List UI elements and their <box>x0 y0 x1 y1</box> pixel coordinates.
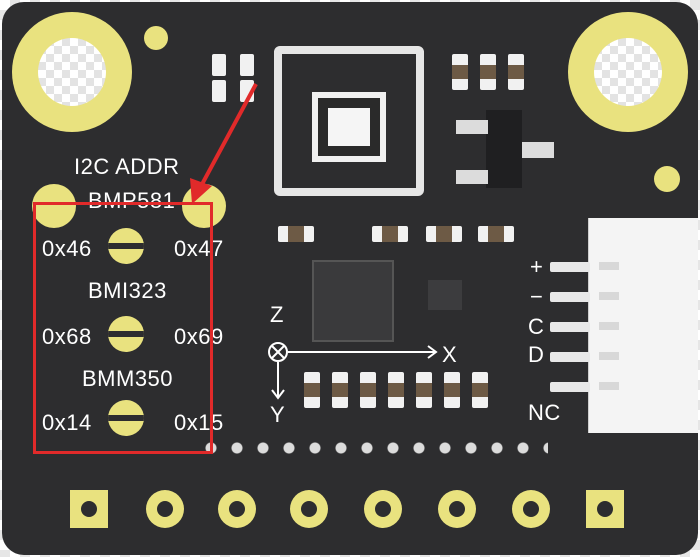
resistor <box>444 372 460 408</box>
connector-label-minus: − <box>530 284 544 309</box>
pin-pad <box>438 490 476 528</box>
bmp581-jumper <box>108 228 144 264</box>
resistor <box>480 54 496 90</box>
sensor-outline <box>274 46 424 196</box>
bmi323-label: BMI323 <box>88 278 167 303</box>
resistor <box>416 372 432 408</box>
capacitor <box>212 54 226 76</box>
pin-pad <box>290 490 328 528</box>
resistor <box>472 372 488 408</box>
regulator-chip <box>486 110 522 188</box>
connector-label-nc: NC <box>528 400 561 425</box>
pin-pad <box>512 490 550 528</box>
connector-pin <box>550 322 590 332</box>
jst-connector <box>588 218 698 433</box>
fiducial-top <box>144 26 168 50</box>
axis-label-x: X <box>442 342 458 367</box>
bmi323-jumper <box>108 316 144 352</box>
capacitor <box>212 80 226 102</box>
regulator-pin <box>456 120 488 134</box>
connector-pin <box>550 292 590 302</box>
bmp581-addr-right: 0x47 <box>174 236 224 261</box>
mounting-hole-left <box>12 12 132 132</box>
bmm350-addr-right: 0x15 <box>174 410 224 435</box>
via-row <box>198 440 548 456</box>
axis-arrows-icon <box>268 342 438 400</box>
fiducial-right <box>654 166 680 192</box>
connector-label-d: D <box>528 342 545 367</box>
bmm350-jumper <box>108 400 144 436</box>
resistor <box>304 372 320 408</box>
resistor <box>332 372 348 408</box>
regulator-pin <box>456 170 488 184</box>
resistor <box>372 226 408 242</box>
connector-pin <box>550 352 590 362</box>
connector-pin <box>550 382 590 392</box>
bmm350-label: BMM350 <box>82 366 174 391</box>
small-ic <box>428 280 462 310</box>
connector-label-plus: + <box>530 254 544 279</box>
pin-pad <box>146 490 184 528</box>
bmp581-label: BMP581 <box>88 188 176 213</box>
bmm350-addr-left: 0x14 <box>42 410 92 435</box>
pressure-sensor <box>312 92 386 162</box>
highlight-box <box>33 202 213 454</box>
bmi323-addr-left: 0x68 <box>42 324 92 349</box>
regulator-pin <box>522 142 554 158</box>
capacitor <box>240 54 254 76</box>
bmp581-addr-left: 0x46 <box>42 236 92 261</box>
resistor <box>360 372 376 408</box>
axis-label-z: Z <box>270 302 284 327</box>
resistor <box>388 372 404 408</box>
pin-pad <box>70 490 108 528</box>
bmp581-pad-left <box>32 184 76 228</box>
annotation-arrow-icon <box>190 83 258 204</box>
imu-chip <box>312 260 394 342</box>
connector-label-c: C <box>528 314 545 339</box>
pin-pad <box>218 490 256 528</box>
mounting-hole-right <box>568 12 688 132</box>
connector-pin <box>550 262 590 272</box>
axis-label-y: Y <box>270 402 286 427</box>
resistor <box>426 226 462 242</box>
resistor <box>478 226 514 242</box>
pin-pad <box>364 490 402 528</box>
resistor <box>452 54 468 90</box>
resistor <box>508 54 524 90</box>
resistor <box>278 226 314 242</box>
pin-pad <box>586 490 624 528</box>
i2c-addr-title: I2C ADDR <box>74 154 180 179</box>
bmi323-addr-right: 0x69 <box>174 324 224 349</box>
